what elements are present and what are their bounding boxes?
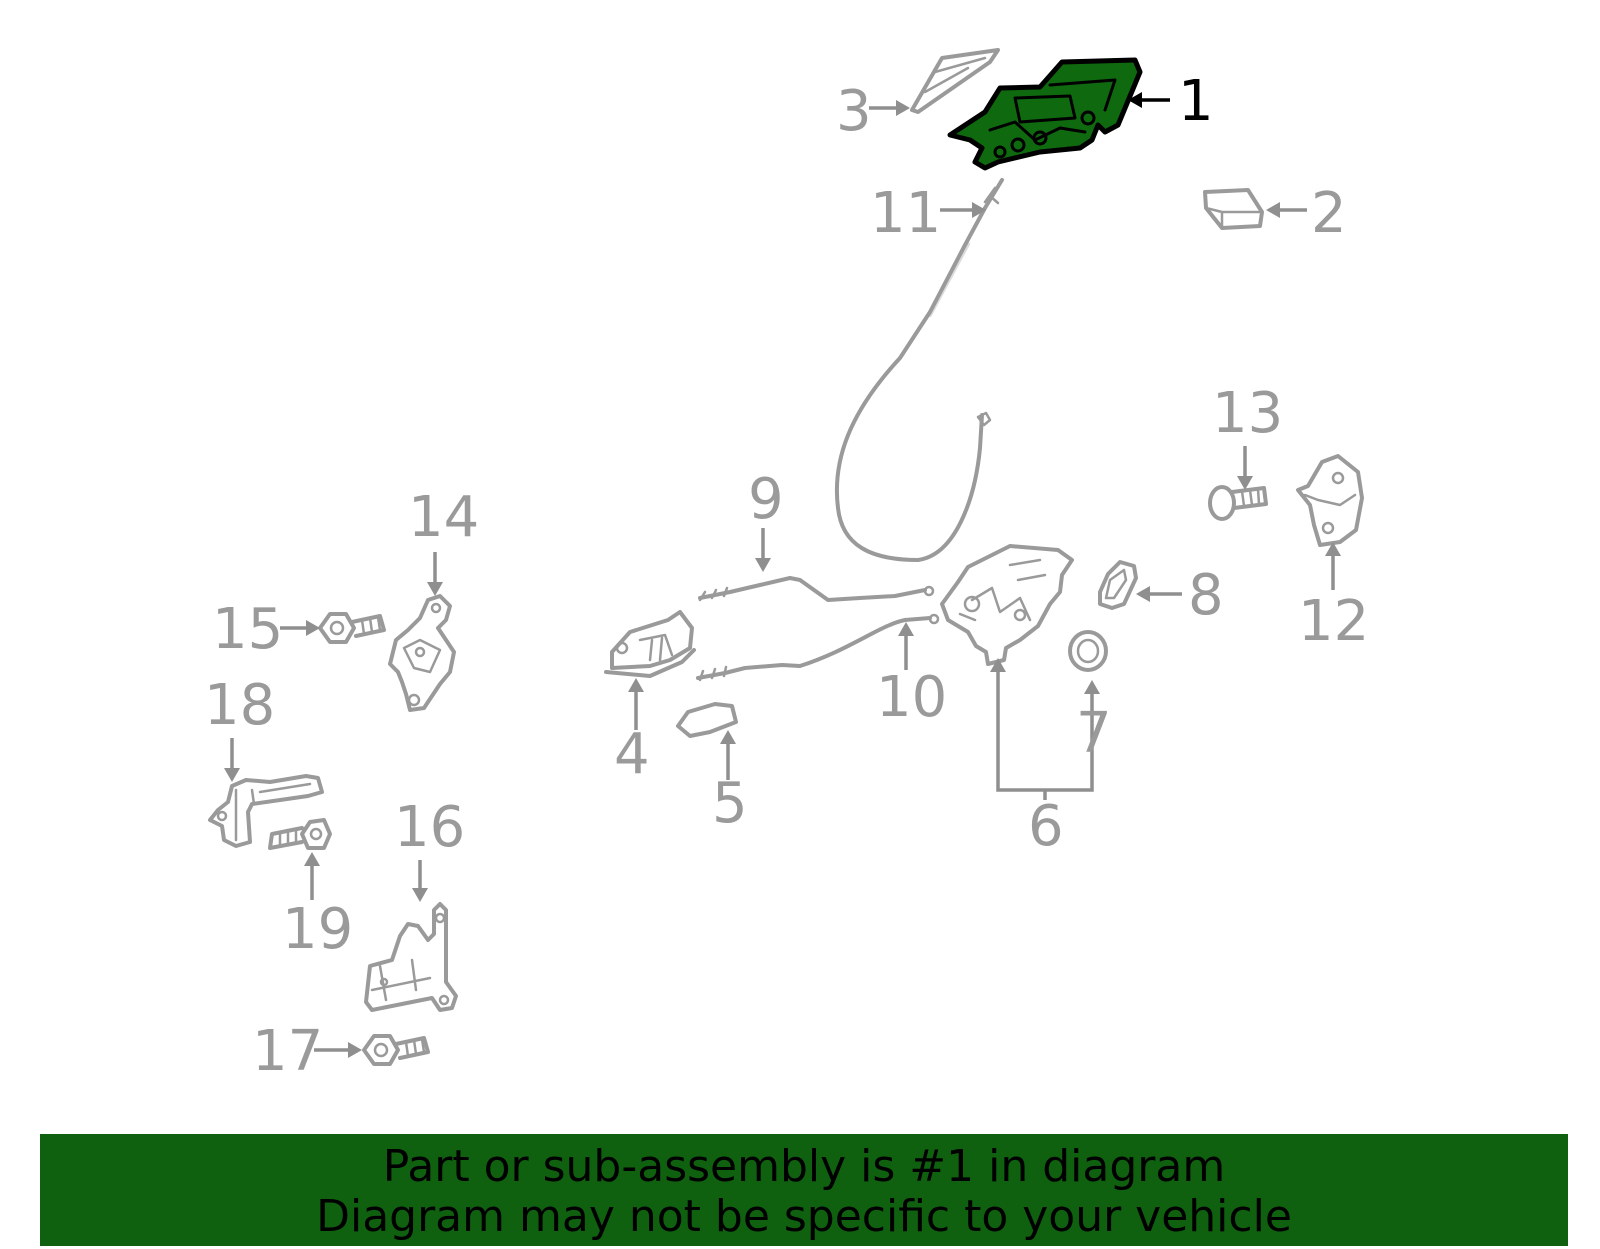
part-18-check-link[interactable] bbox=[208, 774, 324, 848]
part-6-latch-assembly[interactable] bbox=[940, 544, 1074, 666]
part-8-grommet[interactable] bbox=[1098, 560, 1138, 610]
part-9-rod[interactable] bbox=[698, 576, 935, 602]
callout-6[interactable]: 6 bbox=[1028, 794, 1064, 859]
part-13-bolt[interactable] bbox=[1208, 485, 1268, 521]
info-banner: Part or sub-assembly is #1 in diagram Di… bbox=[40, 1134, 1568, 1246]
part-10-rod[interactable] bbox=[696, 613, 940, 682]
callout-10[interactable]: 10 bbox=[876, 665, 947, 730]
callout-17[interactable]: 17 bbox=[252, 1019, 323, 1084]
callout-18[interactable]: 18 bbox=[204, 673, 275, 738]
callout-16[interactable]: 16 bbox=[394, 795, 465, 860]
part-14-upper-hinge[interactable] bbox=[388, 594, 456, 712]
callout-11[interactable]: 11 bbox=[870, 181, 941, 246]
part-3-trim-cover[interactable] bbox=[910, 48, 1000, 114]
callout-2[interactable]: 2 bbox=[1311, 181, 1347, 246]
leader-lines bbox=[224, 92, 1341, 1058]
callout-7[interactable]: 7 bbox=[1076, 701, 1112, 766]
callout-4[interactable]: 4 bbox=[614, 722, 650, 787]
callout-8[interactable]: 8 bbox=[1188, 563, 1224, 628]
banner-line-2: Diagram may not be specific to your vehi… bbox=[316, 1191, 1292, 1242]
part-1-highlighted-handle-assembly[interactable] bbox=[947, 57, 1143, 171]
part-4-inside-handle[interactable] bbox=[604, 610, 696, 678]
part-2-cap[interactable] bbox=[1203, 188, 1264, 230]
part-19-bolt[interactable] bbox=[268, 818, 332, 850]
part-12-striker[interactable] bbox=[1296, 454, 1364, 547]
part-11-cable[interactable] bbox=[834, 178, 1004, 562]
callout-13[interactable]: 13 bbox=[1212, 381, 1283, 446]
part-16-lower-hinge[interactable] bbox=[364, 902, 458, 1012]
callout-15[interactable]: 15 bbox=[212, 597, 283, 662]
callout-3[interactable]: 3 bbox=[836, 79, 872, 144]
part-15-bolt[interactable] bbox=[318, 612, 386, 644]
callout-12[interactable]: 12 bbox=[1298, 589, 1369, 654]
callout-numbers: 1 2 3 4 5 6 7 8 9 10 11 12 13 14 15 16 1… bbox=[204, 69, 1369, 1084]
callout-14[interactable]: 14 bbox=[408, 485, 479, 550]
callout-9[interactable]: 9 bbox=[748, 467, 784, 532]
callout-1[interactable]: 1 bbox=[1178, 69, 1214, 134]
callout-19[interactable]: 19 bbox=[282, 897, 353, 962]
part-7-seal[interactable] bbox=[1068, 630, 1108, 672]
banner-line-1: Part or sub-assembly is #1 in diagram bbox=[382, 1141, 1226, 1192]
part-17-bolt[interactable] bbox=[362, 1034, 430, 1066]
callout-5[interactable]: 5 bbox=[712, 771, 748, 836]
part-5-bezel[interactable] bbox=[676, 702, 738, 738]
